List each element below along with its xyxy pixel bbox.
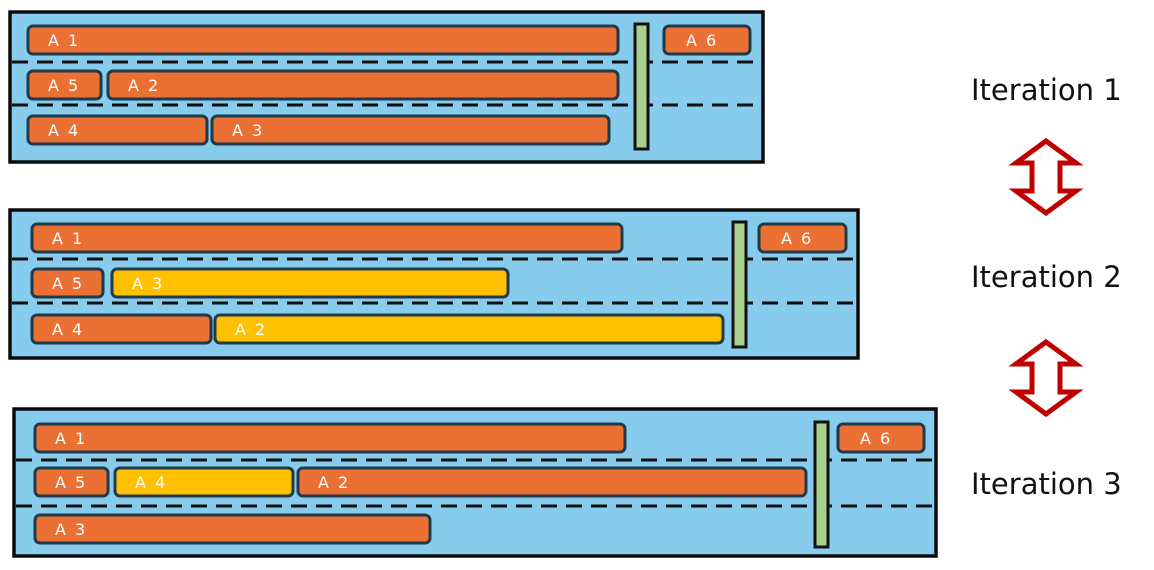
- bar-label: A 6: [781, 229, 813, 248]
- capacity-divider: [813, 420, 830, 549]
- bar-label: A 1: [55, 429, 87, 448]
- bar-label: A 1: [52, 229, 84, 248]
- bar-label: A 5: [52, 274, 84, 293]
- bar-a2: A 2: [106, 69, 620, 101]
- bar-label: A 4: [52, 320, 84, 339]
- double-arrow-icon: [1008, 338, 1084, 418]
- iteration-label: Iteration 3: [971, 467, 1122, 501]
- double-arrow-icon: [1008, 137, 1084, 217]
- bar-label: A 3: [132, 274, 164, 293]
- bar-label: A 3: [55, 520, 87, 539]
- bar-a4: A 4: [113, 466, 295, 498]
- bar-a6-overflow: A 6: [757, 222, 848, 254]
- bar-a1: A 1: [30, 222, 624, 254]
- bar-label: A 2: [235, 320, 267, 339]
- bar-label: A 2: [318, 473, 350, 492]
- capacity-divider: [731, 220, 748, 349]
- iteration-1-panel: A 1 A 5 A 2 A 4 A 3 A 6: [8, 10, 765, 164]
- bar-label: A 3: [232, 121, 264, 140]
- capacity-divider: [633, 22, 650, 151]
- bar-label: A 6: [860, 429, 892, 448]
- bar-label: A 4: [135, 473, 167, 492]
- bar-a6-overflow: A 6: [662, 24, 752, 56]
- bar-a3: A 3: [210, 114, 611, 146]
- bar-label: A 6: [686, 31, 718, 50]
- bar-label: A 2: [128, 76, 160, 95]
- bar-a1: A 1: [33, 422, 627, 454]
- bar-a2: A 2: [213, 313, 725, 345]
- bar-label: A 4: [48, 121, 80, 140]
- iteration-label: Iteration 1: [971, 73, 1122, 107]
- bar-label: A 5: [48, 76, 80, 95]
- bar-a5: A 5: [30, 267, 105, 299]
- bar-a1: A 1: [26, 24, 620, 56]
- iteration-3-panel: A 1 A 5 A 4 A 2 A 3 A 6: [12, 407, 938, 558]
- iteration-2-panel: A 1 A 5 A 3 A 4 A 2 A 6: [8, 208, 860, 360]
- bar-a2: A 2: [296, 466, 808, 498]
- bar-a4: A 4: [30, 313, 213, 345]
- bar-a4: A 4: [26, 114, 209, 146]
- bar-a5: A 5: [26, 69, 103, 101]
- bar-a3: A 3: [33, 513, 432, 545]
- bar-a6-overflow: A 6: [836, 422, 926, 454]
- iteration-label: Iteration 2: [971, 260, 1122, 294]
- bar-label: A 5: [55, 473, 87, 492]
- bar-label: A 1: [48, 31, 80, 50]
- bar-a3: A 3: [110, 267, 510, 299]
- bar-a5: A 5: [33, 466, 110, 498]
